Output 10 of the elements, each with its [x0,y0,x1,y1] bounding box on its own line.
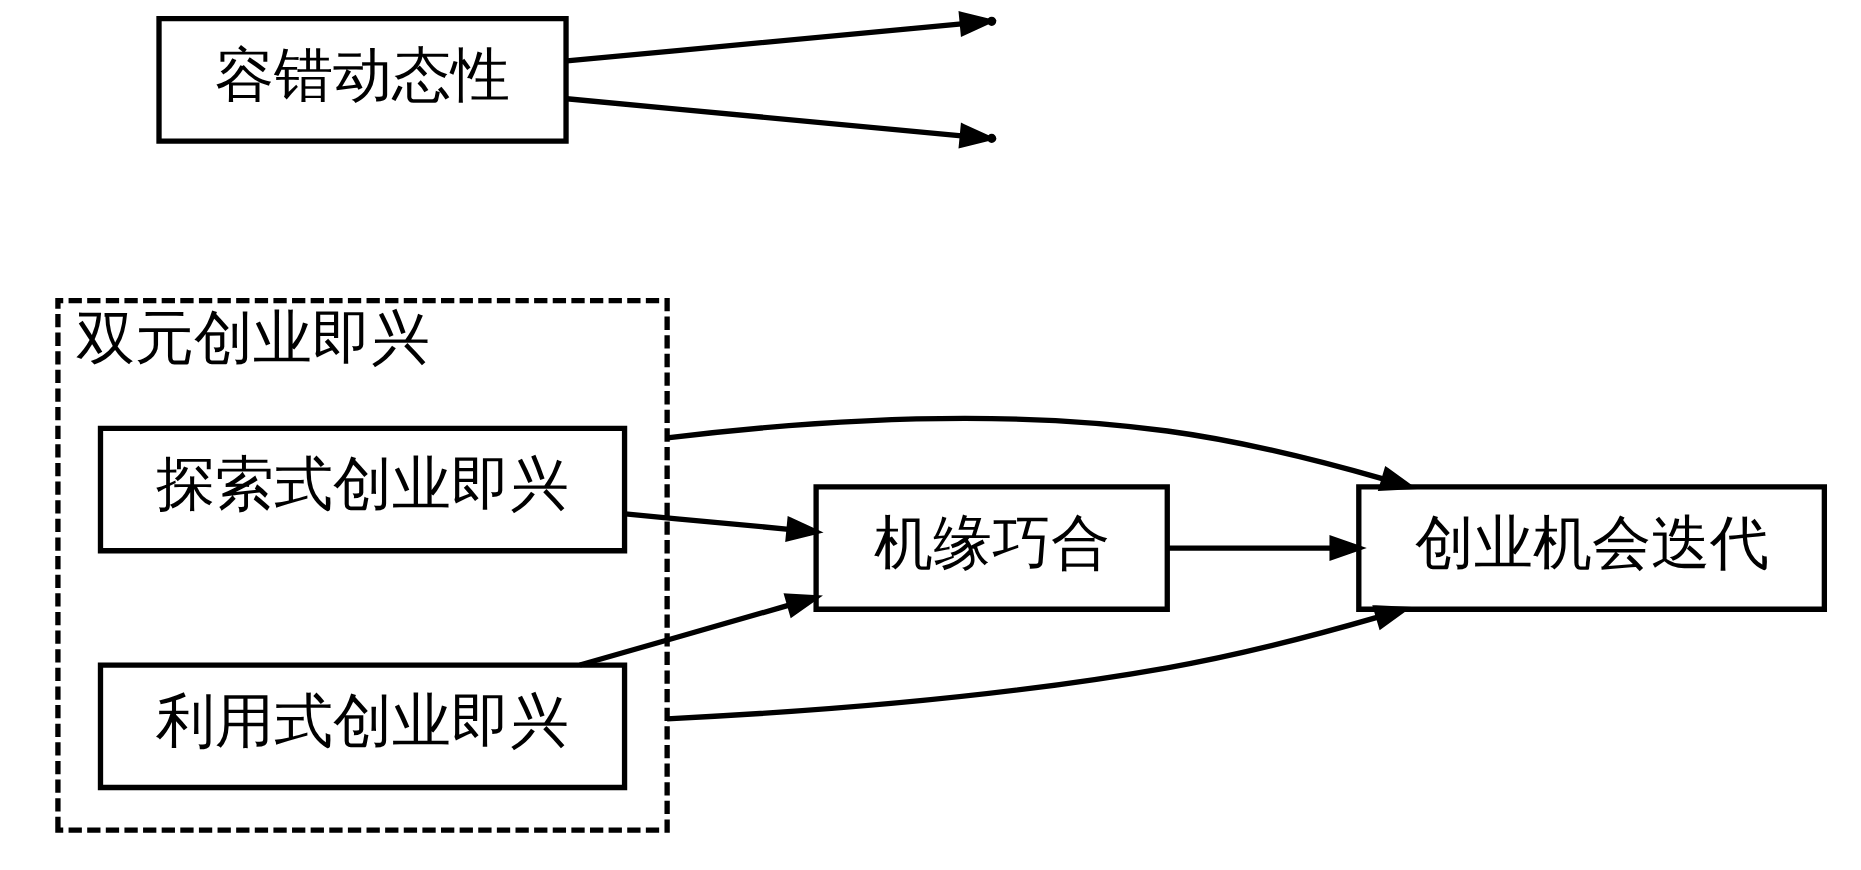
arrow [667,605,1412,722]
arrow [1167,535,1367,562]
node-box: 创业机会迭代 [1356,484,1827,612]
node-box: 利用式创业即兴 [97,662,628,791]
arrow [666,415,1418,491]
arrow [579,593,823,668]
arrow [625,511,824,543]
node-box: 探索式创业即兴 [97,425,628,554]
node-box: 容错动态性 [156,16,569,144]
node-box: 机缘巧合 [813,484,1170,612]
